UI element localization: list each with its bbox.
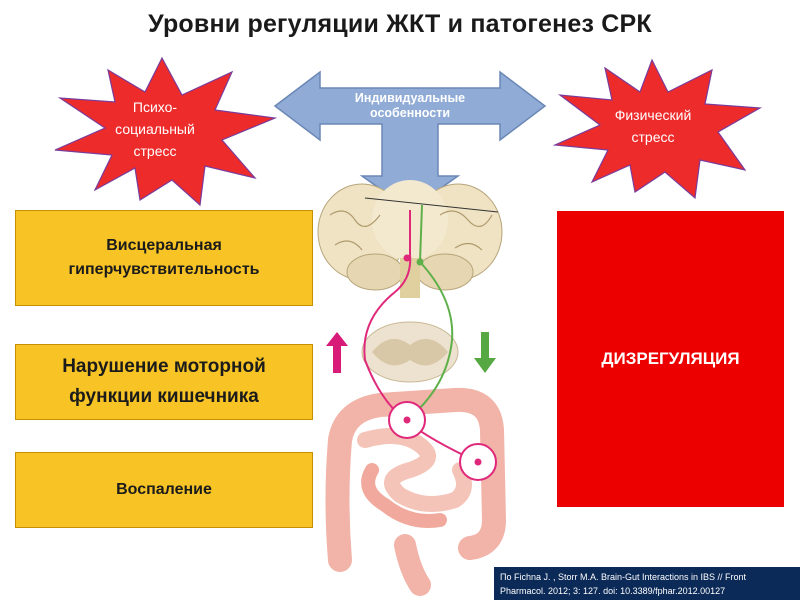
visceral-hypersensitivity-box: Висцеральная гиперчувствительность xyxy=(15,210,313,306)
node-dot xyxy=(417,259,424,266)
node-dot xyxy=(475,459,482,466)
dysregulation-label: ДИЗРЕГУЛЯЦИЯ xyxy=(601,349,739,369)
down-arrow-icon xyxy=(474,332,496,373)
dysregulation-box: ДИЗРЕГУЛЯЦИЯ xyxy=(557,211,784,507)
up-arrow-icon xyxy=(326,332,348,373)
citation-note: По Fichna J. , Storr M.A. Brain-Gut Inte… xyxy=(494,567,800,600)
physical-stress-label: Физический стресс xyxy=(598,104,708,148)
individual-features-label: Индивидуальные особенности xyxy=(330,91,490,121)
inflammation-box: Воспаление xyxy=(15,452,313,528)
psychosocial-stress-label: Психо- социальный стресс xyxy=(100,96,210,162)
node-dot xyxy=(404,255,411,262)
node-dot xyxy=(404,417,411,424)
motor-dysfunction-box: Нарушение моторной функции кишечника xyxy=(15,344,313,420)
